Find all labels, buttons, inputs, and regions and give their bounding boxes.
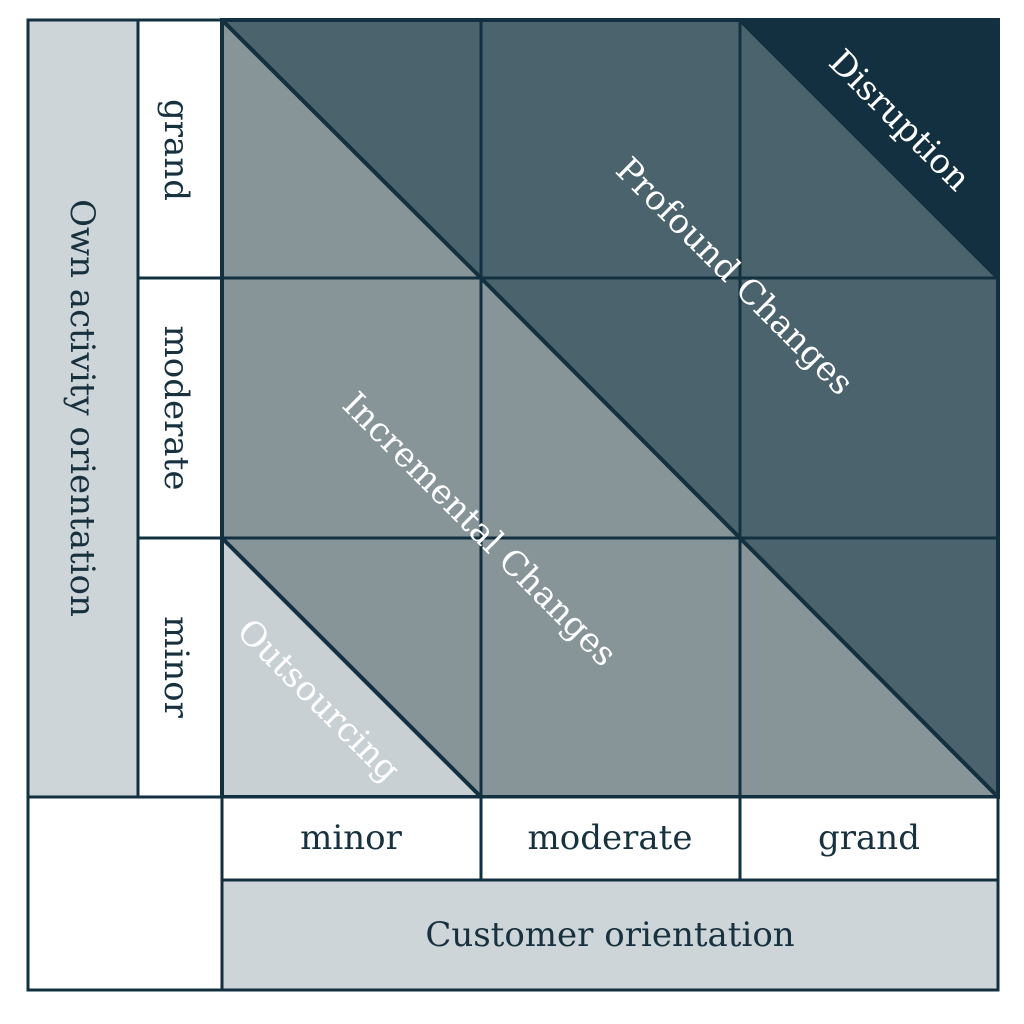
corner-box — [26, 795, 224, 992]
x-axis-title-box — [220, 878, 1000, 992]
x-level-moderate: moderate — [528, 818, 693, 858]
grid-lines — [222, 20, 998, 797]
diagonal-lines — [220, 18, 1000, 799]
y-level-moderate: moderate — [156, 326, 196, 491]
y-level-grand: grand — [156, 99, 196, 201]
x-level-moderate-box — [479, 795, 742, 882]
x-level-grand: grand — [818, 818, 920, 858]
x-level-grand-box — [738, 795, 1000, 882]
y-level-minor: minor — [156, 616, 196, 718]
y-axis-title-box — [26, 18, 140, 799]
x-axis-title: Customer orientation — [425, 915, 794, 955]
y-level-grand-box — [136, 18, 224, 280]
x-level-minor: minor — [300, 818, 402, 858]
x-level-minor-box — [220, 795, 483, 882]
y-axis-title: Own activity orientation — [62, 199, 102, 617]
